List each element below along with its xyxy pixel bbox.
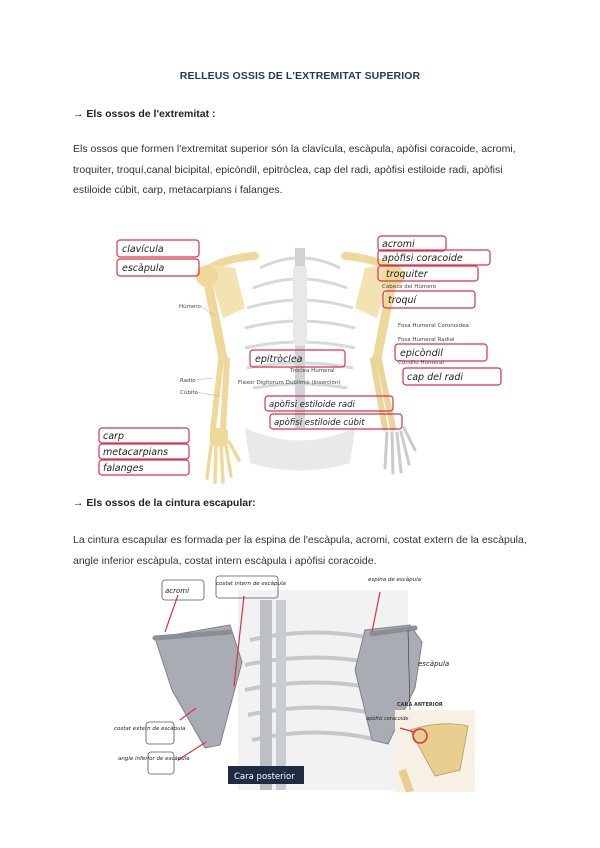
hw2-espina: espina de escàpula	[368, 576, 422, 583]
hw-troqui: troquí	[388, 295, 417, 306]
label-cara-anterior: CARA ANTERIOR	[397, 702, 443, 708]
label-condilo: Cóndilo Humeral	[398, 359, 444, 366]
sternum-shape	[293, 266, 307, 346]
scapula-figure: CARA ANTERIOR acromi costat intern de es…	[110, 570, 482, 792]
right-hand-shape	[385, 428, 415, 473]
label-cabeza-humero: Cabeza del Húmero	[382, 283, 437, 290]
hw-escapula: escàpula	[122, 263, 165, 274]
label-troclea: Tróclea Humeral	[289, 367, 335, 374]
hw-apofisi-coracoide: apòfisi coracoide	[382, 253, 463, 264]
hw2-costat-extern: costat extern de escàpula	[114, 725, 186, 732]
hw-epicondil: epicòndil	[400, 348, 443, 359]
left-hand-shape	[207, 442, 239, 482]
hw-troquiter: troquiter	[386, 269, 429, 280]
label-fosa-coronoidea: Fosa Humeral Coronoidea	[398, 323, 469, 329]
hw2-acromi: acromi	[165, 587, 189, 595]
hw-epitroclea: epitròclea	[255, 354, 303, 365]
hw2-apofisi-coracoide: apòfisi coracoide	[366, 715, 409, 722]
label-humero: Húmero	[179, 303, 202, 310]
hw-falanges: falanges	[103, 463, 144, 474]
label-radio: Radio	[180, 378, 196, 384]
hw-apofisi-estiloide-radi: apòfisi estiloide radi	[269, 399, 355, 410]
hw-carp: carp	[103, 431, 124, 442]
paragraph-cintura: La cintura escapular es formada per la e…	[73, 530, 533, 571]
hw-clavicula: clavícula	[122, 244, 164, 255]
label-fosa-radial: Fosa Humeral Radial	[398, 337, 455, 343]
vertebral-column-shape	[260, 600, 272, 790]
hw-metacarpians: metacarpians	[103, 447, 168, 458]
hw2-escapula: escàpula	[418, 660, 449, 668]
section-heading-cintura: → Els ossos de la cintura escapular:	[73, 497, 256, 509]
caption-cara-posterior: Cara posterior	[234, 772, 295, 782]
hw-cap-del-radi: cap del radi	[407, 372, 463, 383]
skeleton-figure: Cabeza del Húmero Húmero Fosa Humeral Co…	[95, 228, 505, 486]
paragraph-extremitat: Els ossos que formen l'extremitat superi…	[73, 139, 533, 201]
label-cubito: Cúbito	[180, 389, 199, 396]
page-title: RELLEUS OSSIS DE L'EXTREMITAT SUPERIOR	[0, 70, 600, 82]
label-flexor: Flexor Digitorum Dublimis (Inserción)	[238, 379, 341, 386]
hw-apofisi-estiloide-cubit: apòfisi estiloide cúbit	[274, 417, 365, 428]
section-heading-extremitat: → Els ossos de l'extremitat :	[73, 108, 216, 120]
hw2-angle-inferior: angle inferior de escàpula	[118, 755, 190, 762]
hw2-costat-intern: costat intern de escàpula	[216, 580, 287, 587]
hw-acromi: acromi	[382, 239, 415, 250]
